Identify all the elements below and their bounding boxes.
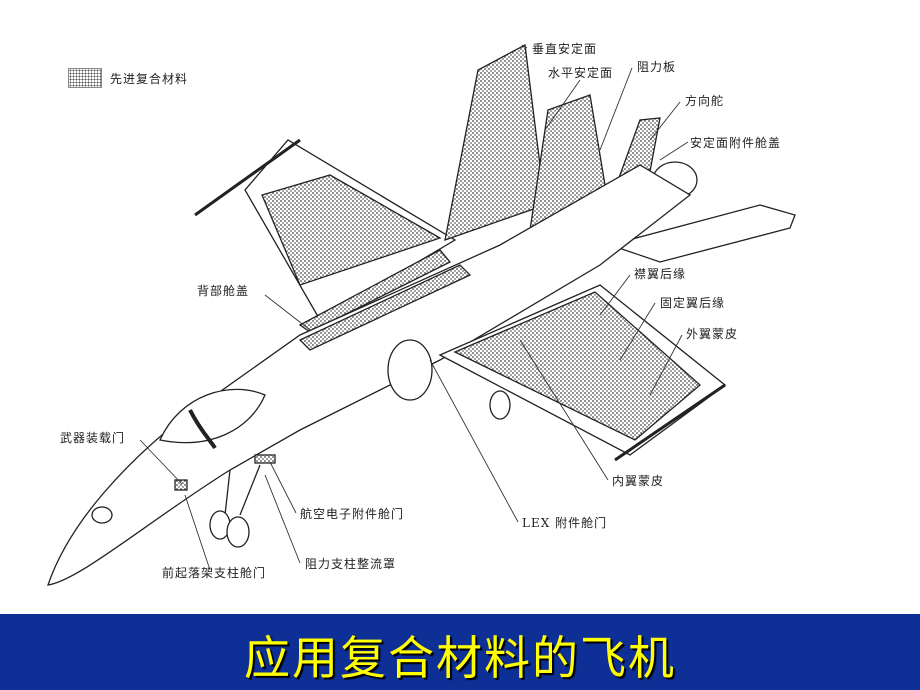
left-flap-composite bbox=[298, 249, 452, 333]
label-horizontal-stabilizer: 水平安定面 bbox=[548, 66, 614, 80]
avionics-door-composite bbox=[254, 454, 276, 464]
radome-joint bbox=[91, 506, 113, 524]
label-dorsal-cover: 背部舱盖 bbox=[197, 284, 250, 298]
label-nose-gear-strut-door: 前起落架支柱舱门 bbox=[162, 566, 267, 580]
legend-label: 先进复合材料 bbox=[110, 72, 189, 86]
horizontal-stabilizer-right bbox=[607, 204, 796, 263]
label-inner-wing-skin: 内翼蒙皮 bbox=[612, 474, 665, 488]
label-fixed-wing-trailing-edge: 固定翼后缘 bbox=[660, 296, 726, 310]
label-avionics-access-door: 航空电子附件舱门 bbox=[300, 507, 405, 521]
dorsal-cover-composite bbox=[298, 264, 472, 351]
canopy-frame bbox=[188, 409, 217, 450]
label-speed-brake: 阻力板 bbox=[637, 60, 677, 74]
slide-title: 应用复合材料的飞机 bbox=[244, 631, 676, 685]
label-stabilizer-access-cover: 安定面附件舱盖 bbox=[690, 136, 782, 150]
left-wing-composite bbox=[261, 174, 442, 286]
left-missile bbox=[194, 138, 301, 217]
vertical-stabilizer-left bbox=[444, 43, 546, 241]
main-wheel bbox=[489, 390, 511, 420]
fuselage bbox=[47, 164, 692, 586]
leader-lines bbox=[139, 44, 689, 571]
label-lex-access-door: LEX 附件舱门 bbox=[522, 516, 608, 530]
title-band: 应用复合材料的飞机 bbox=[0, 614, 920, 690]
label-vertical-stabilizer: 垂直安定面 bbox=[532, 42, 598, 56]
intake bbox=[387, 339, 433, 401]
label-weapons-bay-door: 武器装载门 bbox=[60, 431, 126, 445]
label-drag-brace-fairing: 阻力支柱整流罩 bbox=[305, 557, 397, 571]
label-outer-wing-skin: 外翼蒙皮 bbox=[686, 327, 739, 341]
right-missile bbox=[614, 383, 726, 462]
aircraft-composite-diagram bbox=[47, 43, 796, 586]
canopy bbox=[159, 388, 266, 444]
label-flap-trailing-edge: 襟翼后缘 bbox=[634, 267, 687, 281]
label-rudder: 方向舵 bbox=[685, 94, 725, 108]
right-wing-composite bbox=[453, 291, 701, 441]
drag-brace bbox=[239, 464, 261, 516]
weapons-bay-door-composite bbox=[174, 479, 188, 491]
nose-gear-strut bbox=[224, 469, 231, 516]
nose-wheel bbox=[226, 516, 250, 548]
composite-legend-swatch bbox=[68, 68, 102, 88]
